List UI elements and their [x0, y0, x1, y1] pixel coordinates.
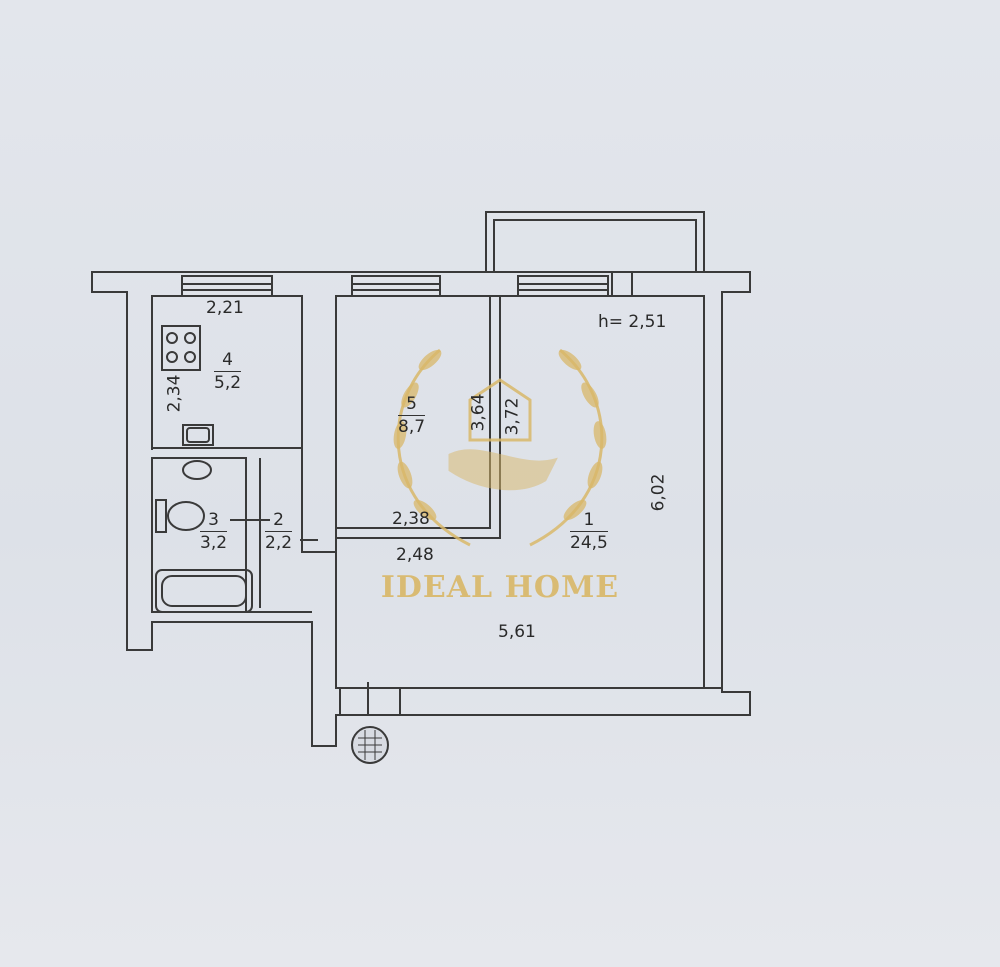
- watermark-emblem: [396, 348, 604, 547]
- ceiling-height-label: h= 2,51: [598, 312, 667, 332]
- room3-area: 3,2: [200, 533, 228, 553]
- room1-right-wall: [703, 296, 722, 689]
- bathtub: [155, 569, 253, 613]
- outer-wall-left: [91, 271, 751, 747]
- kitchen-sink: [182, 424, 214, 446]
- inner-wall-left: [151, 296, 312, 613]
- room3-label: 3 3,2: [200, 512, 228, 553]
- bottom-wall: [339, 682, 401, 715]
- room2-label: 2 2,2: [265, 512, 293, 553]
- room5-area: 8,7: [398, 417, 426, 437]
- room4-label: 4 5,2: [214, 352, 242, 393]
- hall-width-label: 2,48: [396, 545, 434, 565]
- toilet-bowl: [167, 501, 205, 531]
- corridor-wall: [240, 296, 336, 608]
- room4-area: 5,2: [214, 373, 242, 393]
- kitchen-width-label: 2,21: [206, 298, 244, 318]
- balcony: [485, 211, 705, 272]
- bathroom-outline: [151, 457, 247, 613]
- room5-inner-wall: [336, 296, 501, 539]
- stove: [161, 325, 201, 371]
- room5-depth-label: 3,64: [468, 393, 489, 432]
- room4-number: 4: [214, 352, 242, 372]
- room1-label: 1 24,5: [570, 512, 608, 552]
- toilet-tank: [155, 499, 167, 533]
- room3-number: 3: [200, 512, 228, 532]
- room1-width-label: 5,61: [498, 622, 536, 642]
- bathroom-sink: [182, 460, 212, 480]
- window-room1: [517, 275, 609, 297]
- room5-label: 5 8,7: [398, 396, 426, 437]
- window-room1-frame: [611, 272, 633, 296]
- room1-area: 24,5: [570, 533, 608, 553]
- room1-number: 1: [570, 512, 608, 532]
- room2-area: 2,2: [265, 533, 293, 553]
- room2-number: 2: [265, 512, 293, 532]
- window-kitchen: [181, 275, 273, 297]
- watermark-leaves: [393, 349, 607, 521]
- kitchen-depth-label: 2,34: [164, 374, 185, 413]
- watermark-text: IDEAL HOME: [380, 570, 620, 605]
- room1-left-depth-label: 3,72: [502, 397, 523, 436]
- room5-width-label: 2,38: [392, 509, 430, 529]
- room5-number: 5: [398, 396, 426, 416]
- window-room5: [351, 275, 441, 297]
- room1-depth-label: 6,02: [648, 473, 669, 512]
